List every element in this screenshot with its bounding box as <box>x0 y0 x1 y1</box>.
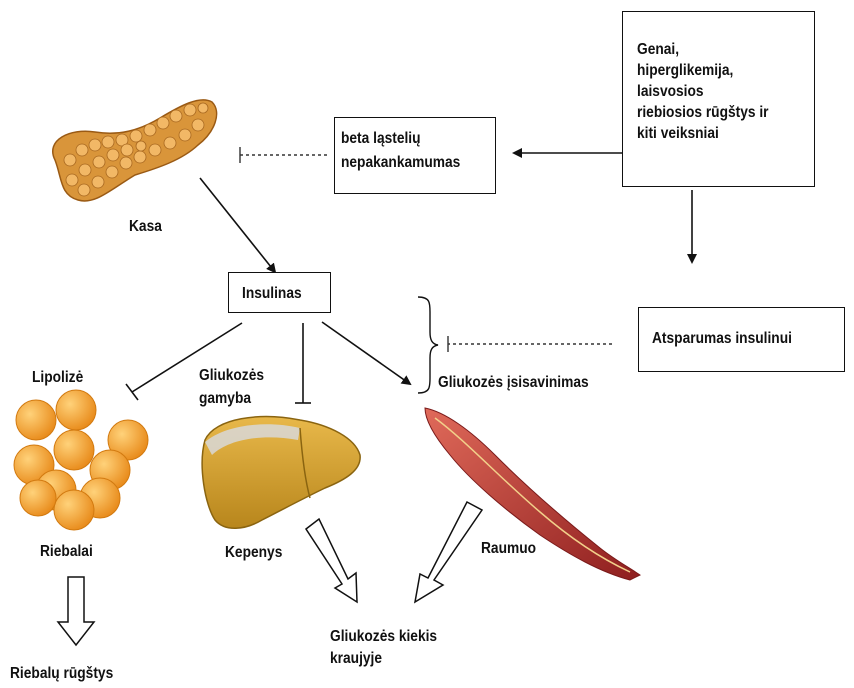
beta-cell-text: beta ląstelių nepakankamumas <box>341 127 473 175</box>
label-fatty-acids: Riebalų rūgštys <box>10 664 113 684</box>
label-liver: Kepenys <box>225 543 282 563</box>
resistance-box: Atsparumas insulinui <box>638 307 845 372</box>
label-pancreas: Kasa <box>129 217 162 237</box>
brace <box>418 297 438 393</box>
label-glucose-production: Gliukozės gamyba <box>199 364 264 410</box>
fat-cells-illustration <box>14 390 148 530</box>
label-glucose-uptake: Gliukozės įsisavinimas <box>438 373 589 393</box>
pancreas-illustration <box>53 100 217 201</box>
beta-cell-box: beta ląstelių nepakankamumas <box>334 117 496 194</box>
arrow-insulin-to-uptake <box>322 322 410 384</box>
factors-box: Genai, hiperglikemija, laisvosios riebio… <box>622 11 815 187</box>
insulin-text: Insulinas <box>242 284 318 304</box>
inhibit-insulin-lipolysis-bar <box>126 384 138 400</box>
hollow-arrow-liver-to-blood <box>306 519 357 602</box>
resistance-text: Atsparumas insulinui <box>652 329 817 349</box>
liver-illustration <box>202 417 360 529</box>
label-blood-glucose: Gliukozės kiekis kraujyje <box>330 626 437 670</box>
hollow-arrow-fat-to-fatty-acids <box>58 577 94 645</box>
factors-text: Genai, hiperglikemija, laisvosios riebio… <box>637 39 789 144</box>
arrow-pancreas-to-insulin <box>200 178 275 272</box>
label-lipolysis: Lipolizė <box>32 368 83 388</box>
label-muscle: Raumuo <box>481 539 536 559</box>
hollow-arrow-muscle-to-blood <box>415 502 482 602</box>
label-fat: Riebalai <box>40 542 93 562</box>
insulin-box: Insulinas <box>228 272 331 313</box>
